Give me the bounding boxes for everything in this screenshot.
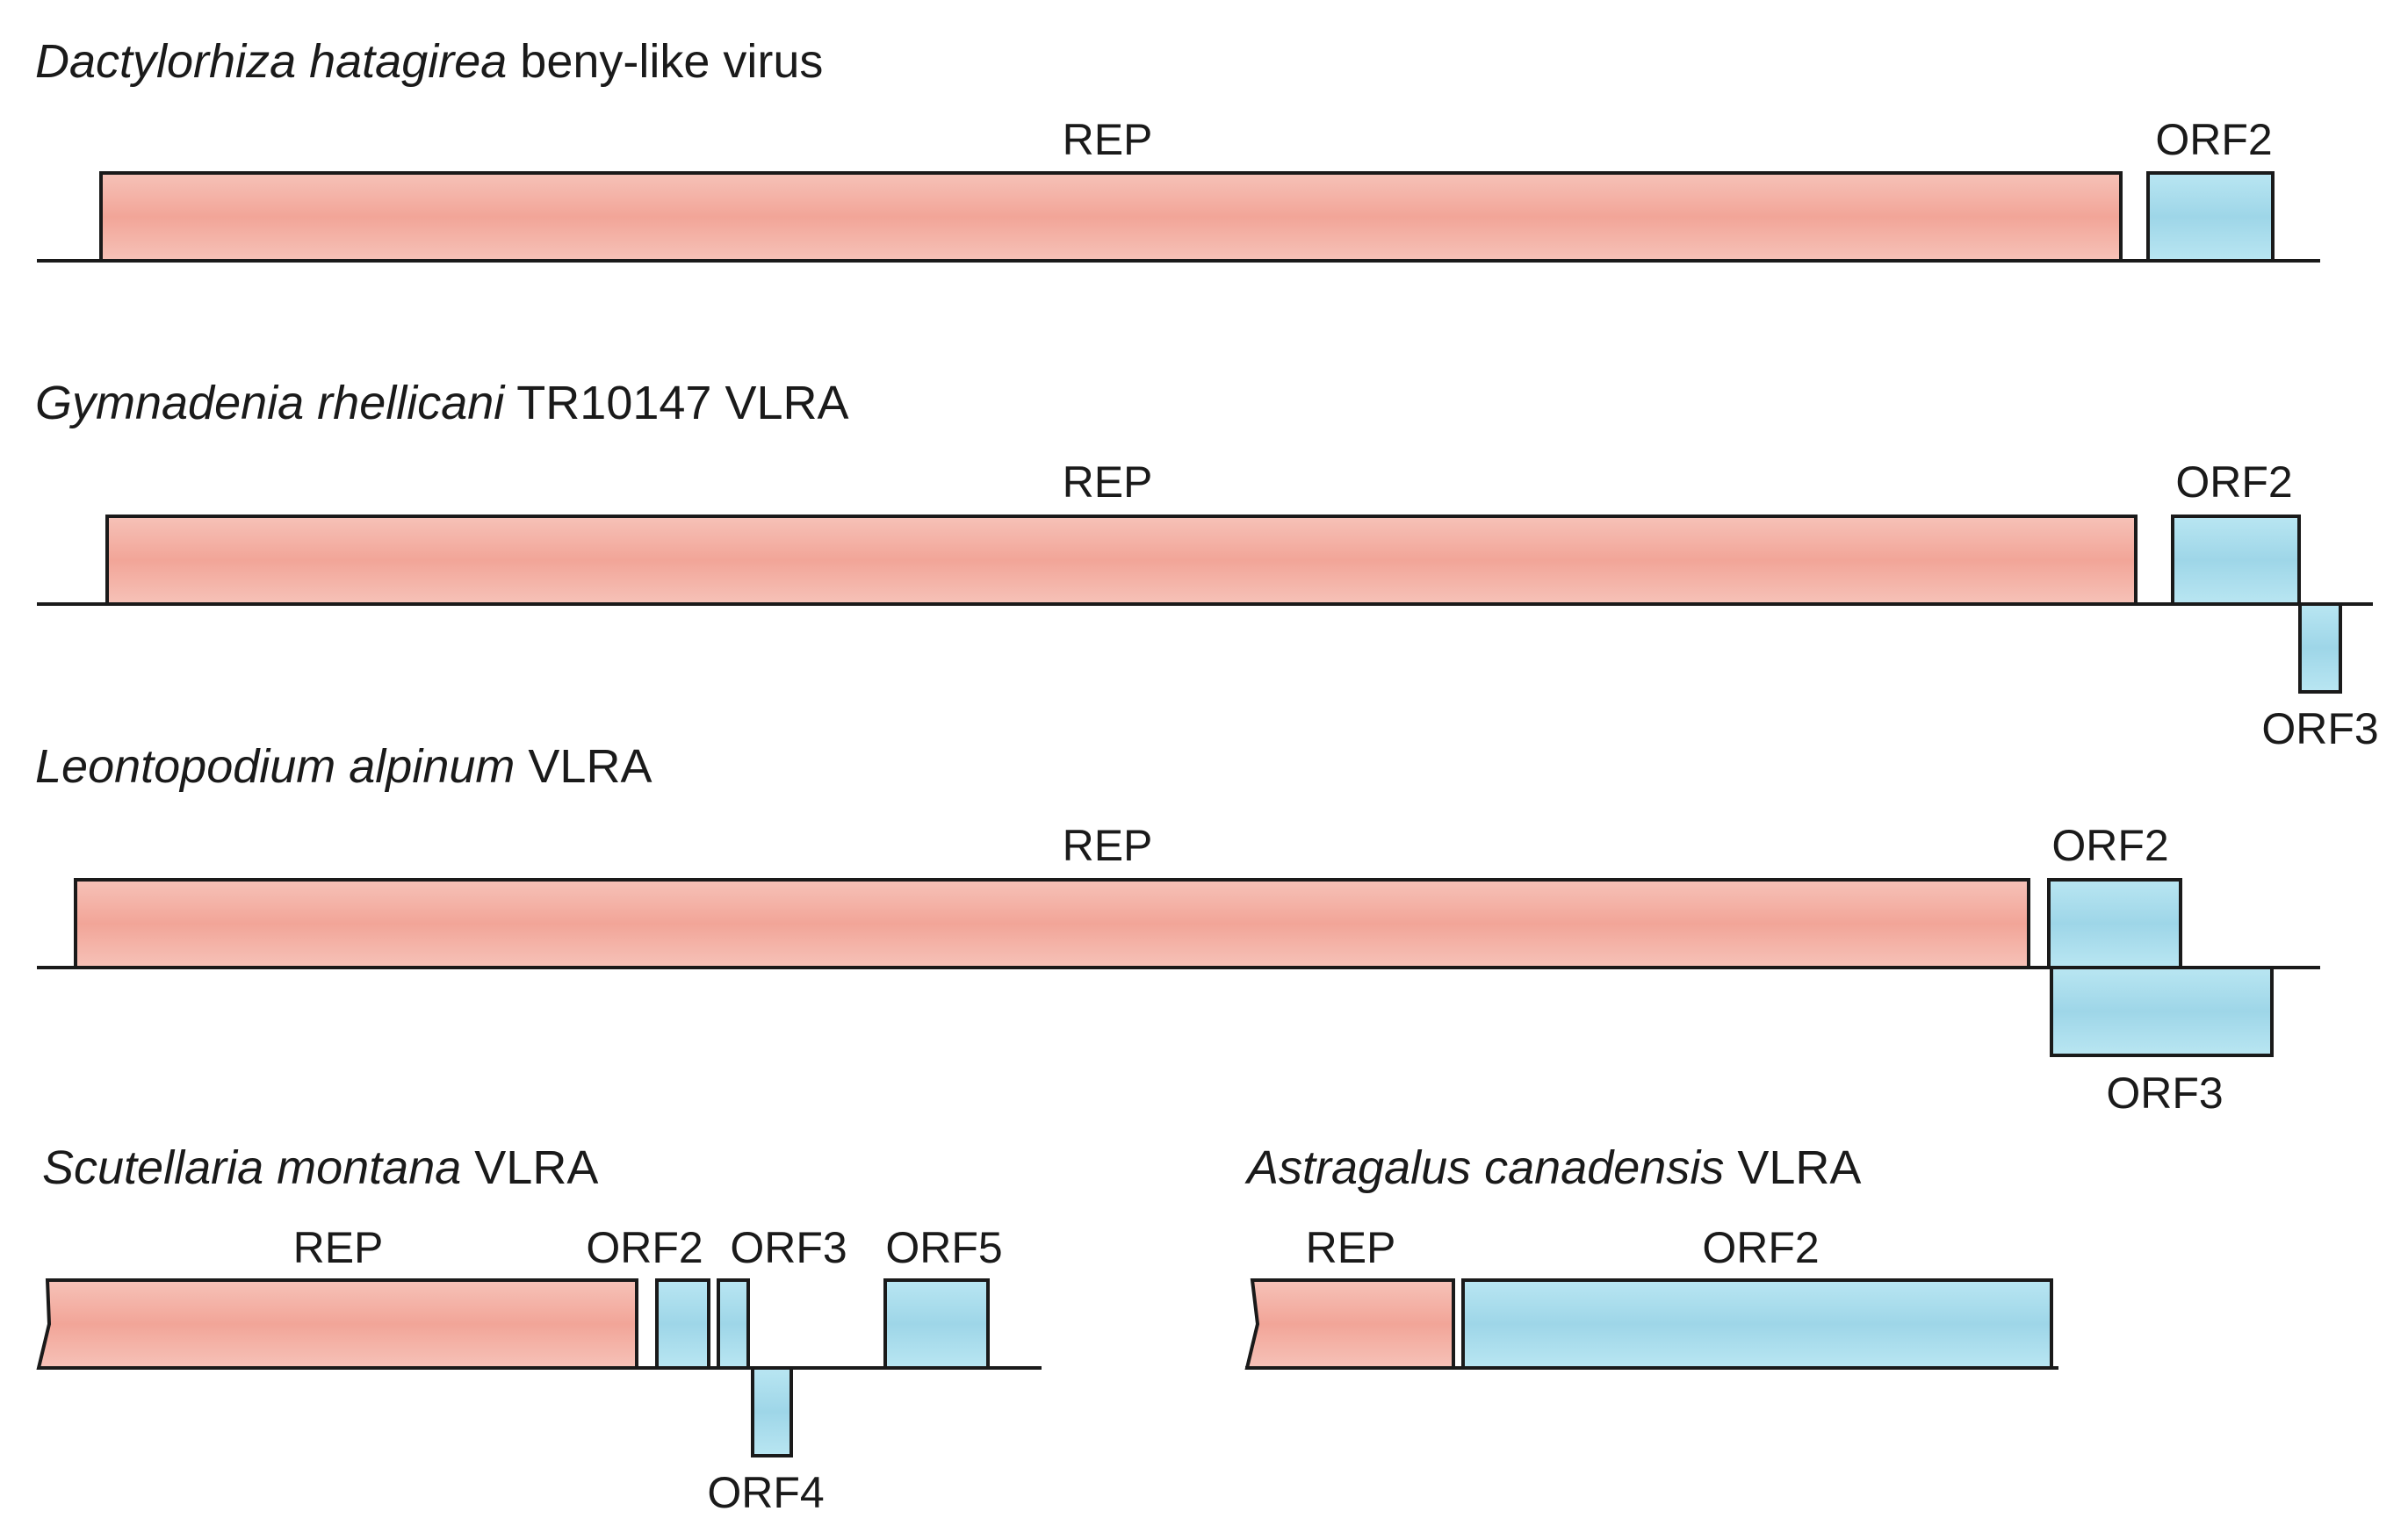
gene-label-rep: REP [1063,457,1153,507]
genome-title: Astragalus canadensis VLRA [1244,1141,1861,1194]
gene-box-orf2 [2047,878,2182,969]
gene-box-orf5 [883,1278,990,1370]
genome-map-astragalus: Astragalus canadensis VLRA REP ORF2 [1244,1141,2058,1370]
gene-label-orf2: ORF2 [2051,821,2168,870]
gene-box-orf3 [717,1278,750,1370]
gene-label-orf3: ORF3 [2106,1069,2223,1118]
gene-box-orf2 [2171,515,2301,606]
genome-map-gymnadenia: Gymnadenia rhellicani TR10147 VLRA REP O… [35,377,2379,753]
genome-title: Gymnadenia rhellicani TR10147 VLRA [35,377,849,429]
gene-label-orf3: ORF3 [2261,704,2378,753]
gene-label-orf2: ORF2 [586,1223,703,1272]
genome-title: Leontopodium alpinum VLRA [35,740,652,793]
gene-box-orf2 [1461,1278,2053,1370]
genome-title: Scutellaria montana VLRA [42,1141,598,1194]
gene-label-orf2: ORF2 [2175,457,2292,507]
gene-box-orf4 [751,1366,793,1457]
gene-box-orf2 [2146,171,2275,263]
gene-box-orf3 [2298,602,2342,694]
gene-box-rep [1244,1278,1455,1370]
gene-box-orf3 [2050,966,2274,1057]
gene-label-orf2: ORF2 [1702,1223,1819,1272]
genome-title: Dactylorhiza hatagirea beny-like virus [35,35,823,88]
gene-box-rep [99,171,2123,263]
gene-label-orf2: ORF2 [2155,115,2272,164]
gene-label-orf4: ORF4 [707,1468,824,1517]
gene-box-rep [105,515,2138,606]
gene-box-rep [36,1278,638,1370]
gene-label-rep: REP [1063,115,1153,164]
gene-label-orf3: ORF3 [730,1223,847,1272]
gene-box-rep [74,878,2030,969]
gene-label-rep: REP [293,1223,384,1272]
genome-map-dactylorhiza: Dactylorhiza hatagirea beny-like virus R… [35,35,2320,263]
gene-box-orf2 [655,1278,710,1370]
gene-label-rep: REP [1063,821,1153,870]
genome-map-scutellaria: Scutellaria montana VLRA REP ORF2 ORF3 O… [36,1141,1042,1517]
genome-map-leontopodium: Leontopodium alpinum VLRA REP ORF2 ORF3 [35,740,2320,1118]
gene-label-rep: REP [1306,1223,1396,1272]
gene-label-orf5: ORF5 [885,1223,1002,1272]
